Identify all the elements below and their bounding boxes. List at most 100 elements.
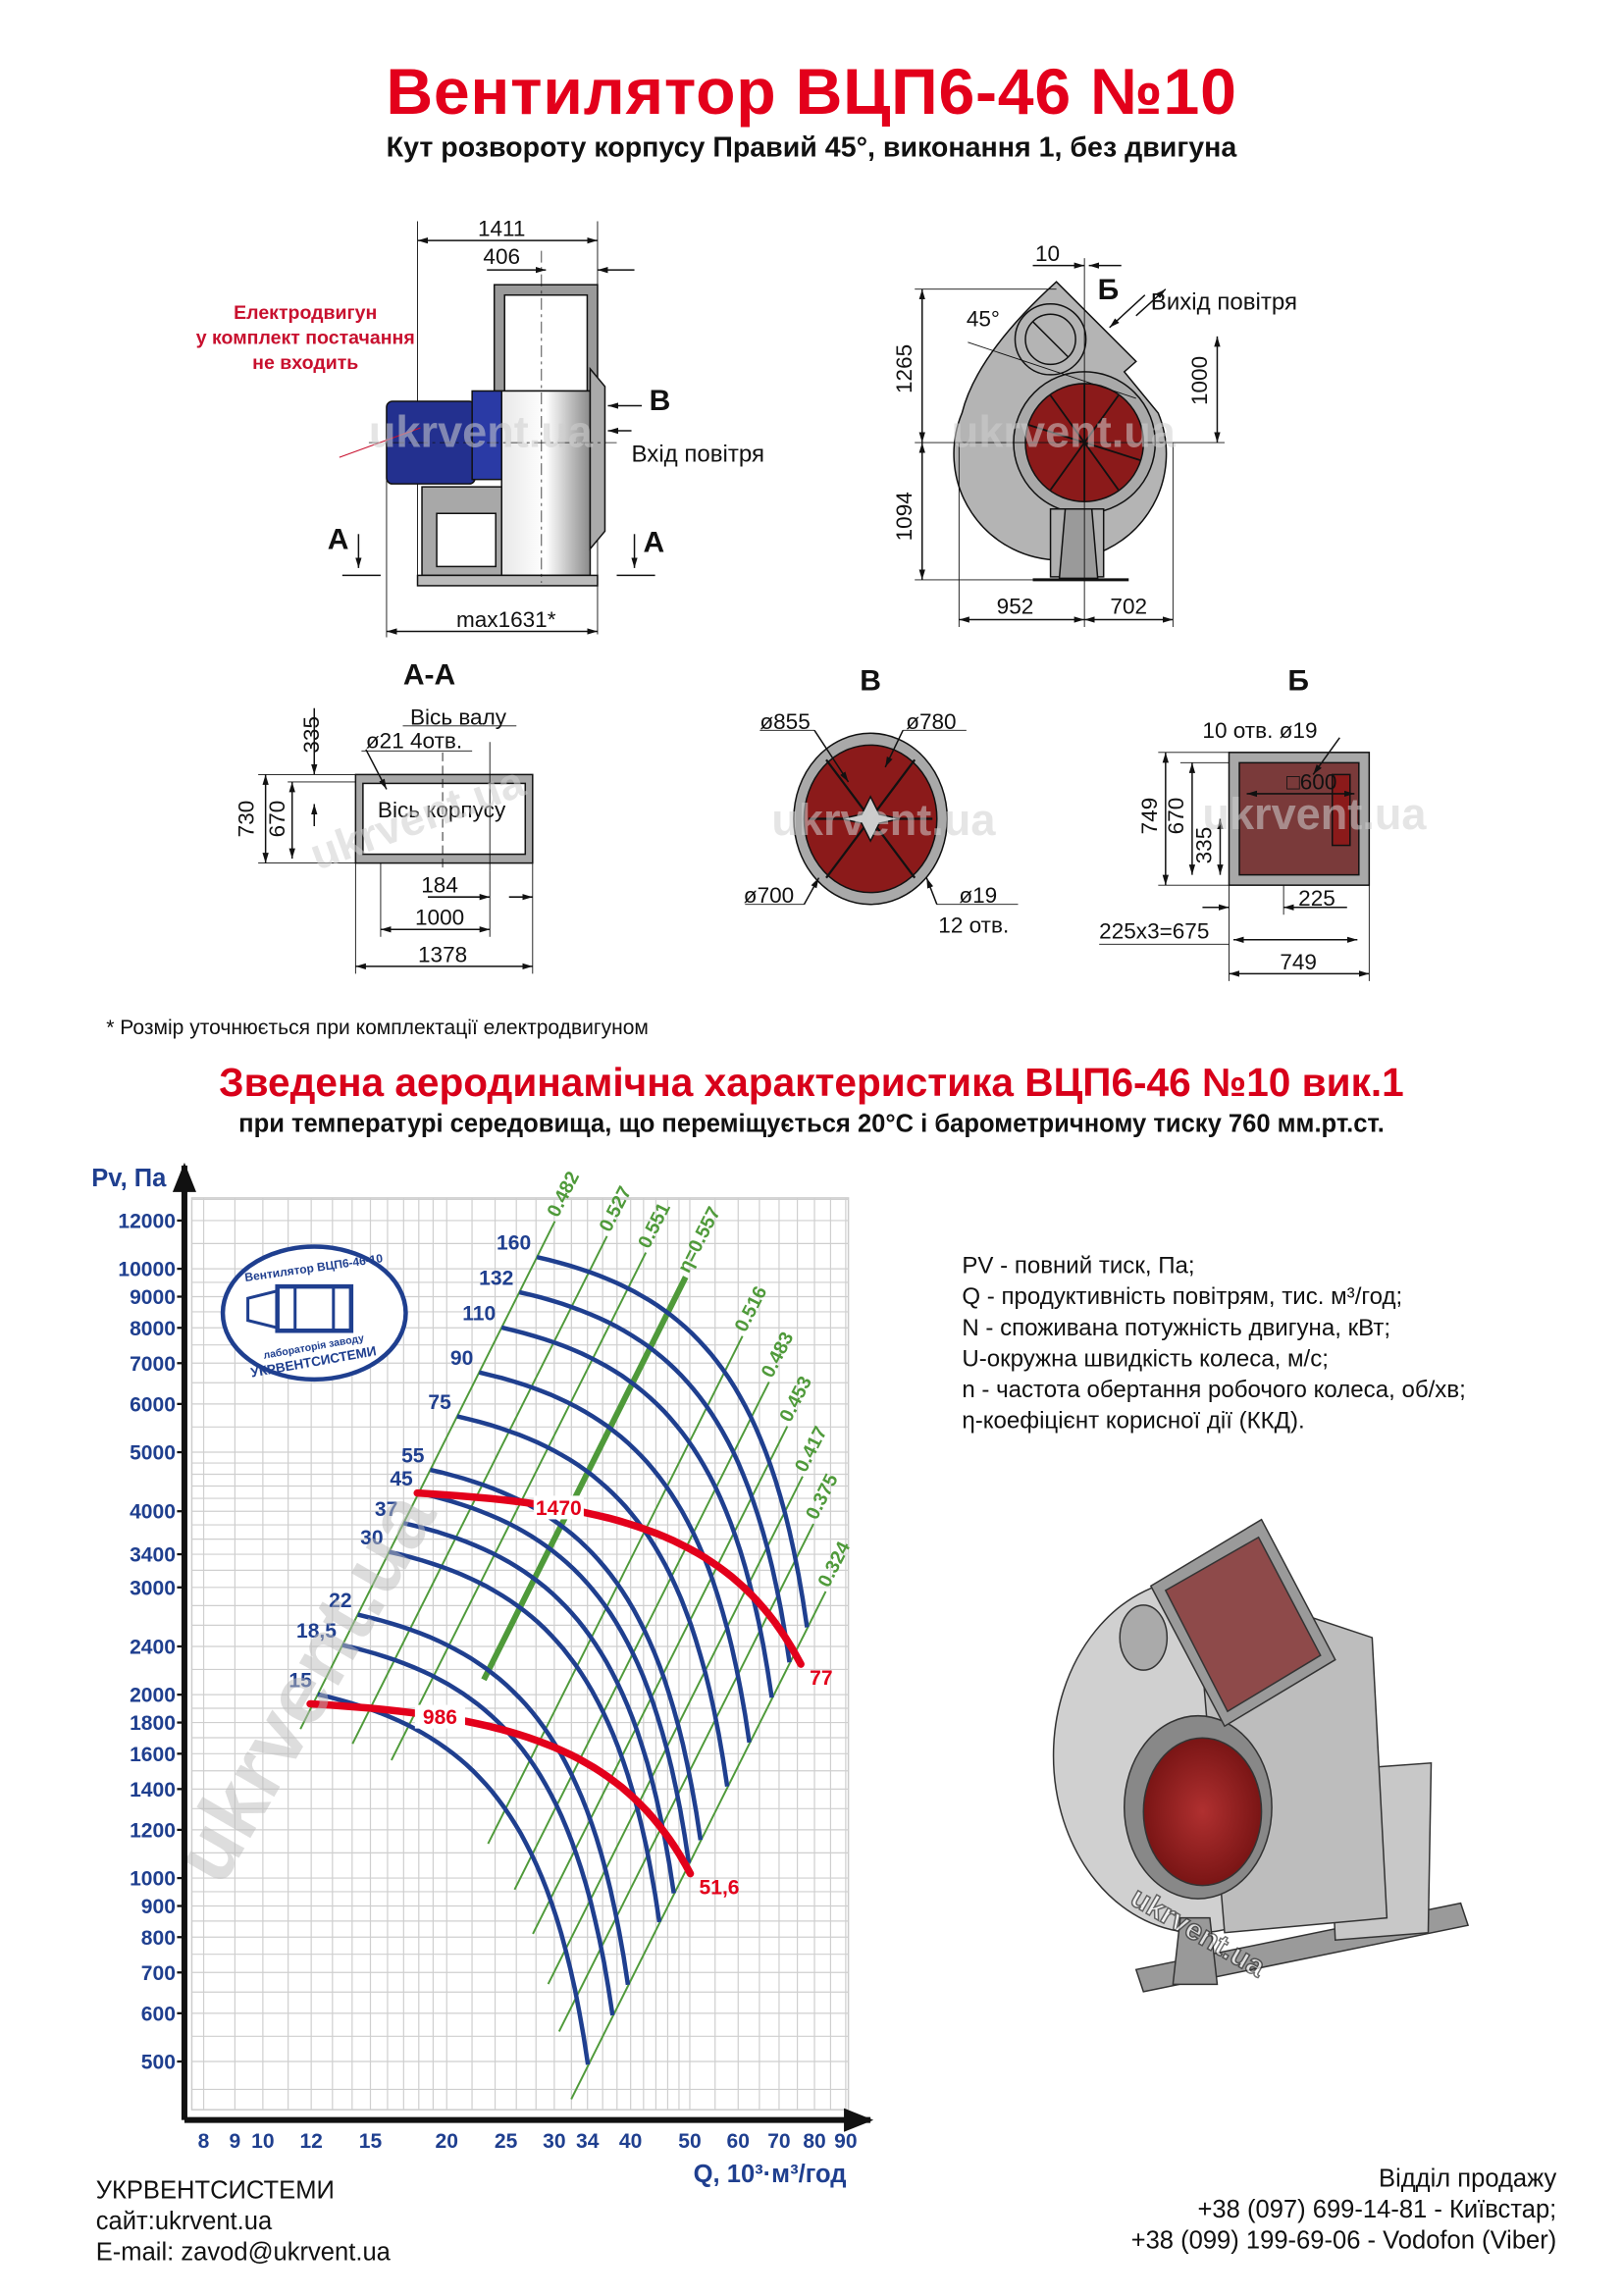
inlet-cone — [589, 366, 606, 551]
footnote: * Розмір уточнюється при комплектації ел… — [106, 1015, 649, 1039]
dim-749-h: 749 — [1280, 950, 1317, 974]
y-tick-label: 2400 — [130, 1636, 176, 1658]
power-curve — [357, 1612, 631, 1986]
motor-note-line2: у комплект постачання — [196, 327, 415, 348]
view-b-labels: Б 10 отв. ø19 □600 749 670 335 225 225x3… — [1099, 665, 1427, 974]
power-curve-label: 37 — [375, 1498, 397, 1521]
chart-legend: PV - повний тиск, Па; Q - продуктивність… — [962, 1251, 1465, 1436]
rpm-label: 1470 — [536, 1497, 582, 1520]
page-subtitle: Кут розвороту корпусу Правий 45°, викона… — [386, 132, 1237, 164]
dim-d19: ø19 — [959, 883, 997, 908]
power-curve — [500, 1325, 774, 1698]
legend-item-u: U-окружна швидкість колеса, м/с; — [962, 1346, 1329, 1373]
side-view-drawing — [339, 221, 655, 638]
y-tick-label: 5000 — [130, 1442, 176, 1465]
y-tick-label: 900 — [141, 1896, 176, 1918]
company-email[interactable]: E-mail: zavod@ukrvent.ua — [95, 2237, 391, 2267]
x-tick-label: 60 — [727, 2130, 750, 2153]
power-curve-label: 45 — [390, 1468, 413, 1490]
x-tick-label: 10 — [251, 2130, 274, 2153]
y-tick-label: 800 — [141, 1927, 176, 1950]
holes-12: 12 отв. — [938, 913, 1009, 937]
y-tick-label: 12000 — [118, 1210, 176, 1232]
stamp-logo: Вентилятор ВЦП6-46-10 лабораторія заводу… — [220, 1244, 408, 1383]
motor-note-line1: Електродвигун — [234, 302, 377, 324]
watermark: ukrvent.ua — [771, 795, 996, 845]
watermark: ukrvent.ua — [952, 407, 1177, 457]
y-tick-label: 3000 — [130, 1577, 176, 1599]
legend-item-eta: η-коефіцієнт корисної дії (ККД). — [962, 1408, 1305, 1435]
dim-730: 730 — [235, 801, 259, 838]
company-name: УКРВЕНТСИСТЕМИ — [95, 2175, 335, 2205]
marker-b-front: Б — [1098, 274, 1120, 306]
y-tick-label: 1800 — [130, 1712, 176, 1735]
front-view-drawing — [915, 258, 1225, 628]
dim-670-b: 670 — [1164, 798, 1188, 835]
tip-speed-label: 51,6 — [700, 1877, 740, 1900]
dim-670: 670 — [265, 801, 289, 838]
footer-sales: Відділ продажу +38 (097) 699-14-81 - Киї… — [1131, 2163, 1557, 2256]
dim-1094: 1094 — [892, 492, 916, 541]
dim-406: 406 — [483, 244, 520, 269]
power-curve-label: 22 — [329, 1590, 351, 1612]
power-curve — [536, 1255, 810, 1628]
motor-note-line3: не входить — [252, 352, 358, 374]
efficiency-line — [481, 1276, 689, 1682]
y-tick-label: 700 — [141, 1962, 176, 1985]
y-tick-label: 7000 — [130, 1353, 176, 1376]
view-v-drawing — [745, 729, 1019, 906]
y-tick-label: 1400 — [130, 1779, 176, 1801]
company-site[interactable]: сайт:ukrvent.ua — [95, 2207, 273, 2235]
y-tick-label: 1200 — [130, 1819, 176, 1842]
side-view-labels: 1411 406 Електродвигун у комплект постач… — [196, 217, 764, 632]
power-curve-label: 15 — [288, 1669, 312, 1692]
y-tick-label: 9000 — [130, 1286, 176, 1309]
dim-10: 10 — [1035, 241, 1060, 266]
view-v-labels: В ø855 ø780 ø700 ø19 12 отв. ukrvent.ua — [744, 665, 1009, 938]
dim-335: 335 — [299, 716, 324, 754]
power-curve-label: 75 — [428, 1391, 451, 1414]
section-aa-drawing — [258, 707, 534, 974]
power-curve — [518, 1289, 792, 1663]
dim-952: 952 — [997, 594, 1034, 618]
power-curve — [317, 1692, 591, 2065]
power-curve-label: 18,5 — [296, 1620, 337, 1643]
y-tick-label: 3400 — [130, 1544, 176, 1567]
legend-item-pv: PV - повний тиск, Па; — [962, 1254, 1195, 1279]
front-view-labels: 10 Б Вихід повітря 45° 1265 1094 1000 95… — [892, 241, 1297, 618]
outlet-label: Вихід повітря — [1151, 289, 1297, 316]
y-tick-label: 1000 — [130, 1868, 176, 1891]
dim-d780: ø780 — [906, 709, 956, 734]
x-axis-label: Q, 10³·м³/год — [694, 2161, 847, 2188]
legend-item-n: N - споживана потужність двигуна, кВт; — [962, 1316, 1391, 1341]
x-tick-label: 9 — [230, 2130, 241, 2153]
dim-184: 184 — [421, 873, 458, 898]
y-tick-label: 500 — [141, 2052, 176, 2074]
power-curve-label: 90 — [450, 1347, 473, 1370]
watermark: ukrvent.ua — [1202, 789, 1427, 839]
dim-1265: 1265 — [892, 344, 916, 393]
dim-702: 702 — [1110, 594, 1147, 618]
shaft-axis-label: Вісь валу — [410, 704, 507, 729]
legend-item-q: Q - продуктивність повітрям, тис. м³/год… — [962, 1284, 1403, 1311]
view-v-title: В — [860, 665, 881, 698]
base-plate — [416, 574, 599, 587]
dim-1378: 1378 — [418, 942, 467, 966]
fan-3d-render: ukrvent.ua — [1052, 1518, 1470, 1993]
dim-225x3: 225x3=675 — [1099, 918, 1209, 943]
dim-225: 225 — [1298, 886, 1335, 911]
marker-v-side: В — [650, 385, 671, 417]
x-tick-label: 25 — [495, 2130, 518, 2153]
dim-1411: 1411 — [478, 217, 526, 241]
sales-phone-vodafone[interactable]: +38 (099) 199-69-06 - Vodofon (Viber) — [1130, 2225, 1557, 2255]
sales-title: Відділ продажу — [1379, 2164, 1557, 2193]
sales-phone-kyivstar[interactable]: +38 (097) 699-14-81 - Київстар; — [1197, 2195, 1557, 2223]
rpm-label-bg — [414, 1704, 465, 1729]
rpm-label-bg — [533, 1495, 584, 1520]
x-tick-label: 70 — [767, 2130, 790, 2153]
page-title: Вентилятор ВЦП6-46 №10 — [386, 56, 1237, 129]
rpm-curve — [413, 1488, 805, 1668]
y-tick-label: 600 — [141, 2003, 176, 2025]
